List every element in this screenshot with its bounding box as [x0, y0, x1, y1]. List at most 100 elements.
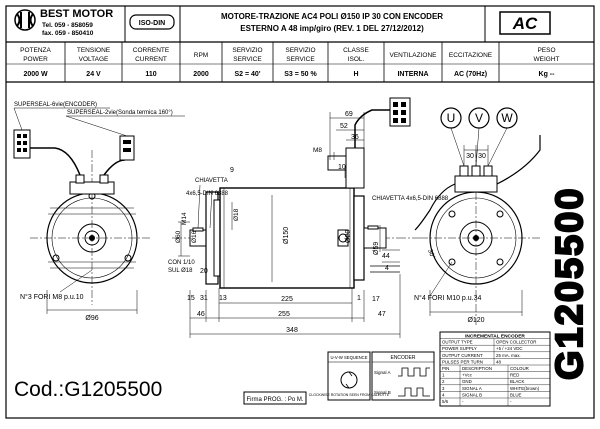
- dim-46: 46: [197, 311, 205, 318]
- spec-header-5-1: SERVICE: [286, 56, 315, 63]
- ac-badge: [499, 11, 551, 35]
- encoder-cell-7-1: SIGNAL A: [462, 386, 482, 391]
- encoder-cell-2-1: 25 mA. max.: [496, 353, 521, 358]
- encoder-cell-5-0: 1: [442, 373, 445, 378]
- fori-left-label: N°3 FORI M8 p.u.10: [20, 293, 84, 301]
- dim-20: 20: [200, 268, 208, 275]
- spec-header-1-1: VOLTAGE: [79, 56, 109, 63]
- spec-value-1: 24 V: [86, 71, 101, 78]
- signal-b-label: Signal B: [374, 390, 391, 395]
- spec-header-6-1: ISOL.: [348, 56, 365, 63]
- dim-1: 1: [357, 295, 361, 302]
- spec-header-2-1: CURRENT: [135, 56, 167, 63]
- spec-header-3-0: RPM: [194, 52, 208, 59]
- vertical-code: G1205500: [549, 187, 591, 381]
- dim-69: 69: [345, 111, 353, 118]
- dim-d18: Ø18: [233, 208, 240, 221]
- signal-a-label: Signal A: [374, 370, 391, 375]
- spec-value-5: S3 = 50 %: [284, 71, 317, 78]
- phase-u-label: U: [447, 111, 456, 125]
- encoder-cell-8-1: SIGNAL B: [462, 392, 482, 397]
- phase-w-label: W: [501, 111, 513, 125]
- title-line-2: ESTERNO A 48 imp/giro (REV. 1 DEL 27/12/…: [240, 24, 424, 33]
- dim-d150: Ø150: [283, 227, 290, 244]
- dim-30-a: 30: [466, 153, 474, 160]
- encoder-cell-6-1: GND: [462, 379, 472, 384]
- spec-value-2: 110: [145, 71, 156, 78]
- spec-header-2-0: CORRENTE: [133, 47, 170, 54]
- spec-header-6-0: CLASSE: [343, 47, 369, 54]
- brand-fax: fax. 059 - 850410: [42, 30, 94, 37]
- encoder-cell-1-0: POWER SUPPLY: [442, 346, 477, 351]
- encoder-cell-4-0: PIN: [442, 366, 449, 371]
- encoder-box-title: ENCODER: [390, 355, 415, 361]
- spec-value-4: S2 = 40': [235, 71, 261, 78]
- dim-44: 44: [382, 253, 390, 260]
- dim-15: 15: [187, 295, 195, 302]
- dim-9: 9: [230, 167, 234, 174]
- encoder-cell-7-2: WHITE(brown): [510, 386, 540, 391]
- angle-label: 30°: [426, 248, 437, 260]
- superseal-6-label: SUPERSEAL-6vie(ENCODER): [14, 102, 97, 108]
- dim-4: 4: [385, 265, 389, 272]
- header: BEST MOTOR Tel. 059 - 858059 fax. 059 - …: [6, 6, 594, 43]
- m14-label: M14: [181, 212, 188, 225]
- encoder-cell-9-1: -: [462, 399, 464, 404]
- chiavetta-left-2: 4x6,5-DIN 6888: [186, 191, 229, 197]
- encoder-cell-8-0: 4: [442, 392, 445, 397]
- part-code: Cod.:G1205500: [14, 378, 162, 401]
- dim-d96: Ø96: [85, 315, 98, 322]
- brand-tel: Tel. 059 - 858059: [42, 22, 93, 29]
- uvw-seq-title: U-V-W SEQUENCE: [331, 355, 368, 360]
- con-label: CON 1/10: [168, 260, 195, 266]
- encoder-cell-9-0: 5/6: [442, 399, 449, 404]
- spec-header-0-1: POWER: [23, 56, 48, 63]
- sheet-border: [5, 5, 595, 419]
- clockwise-note: CLOCKWISE ROTATION SEEN FROM CALLOTTE: [309, 393, 390, 397]
- chiavetta-right-label: CHIAVETTA 4x6,5-DIN 6888: [372, 196, 449, 202]
- encoder-cell-1-1: +5 / +24 VDC: [496, 346, 523, 351]
- fori-right-label: N°4 FORI M10 p.u.34: [414, 294, 481, 302]
- encoder-cell-5-1: +Vcc: [462, 373, 473, 378]
- chiavetta-left-1: CHIAVETTA: [195, 178, 228, 184]
- m8-label: M8: [313, 147, 322, 154]
- dim-d20: Ø20: [345, 230, 352, 243]
- dim-47: 47: [378, 311, 386, 318]
- dim-d60: Ø60: [175, 230, 182, 243]
- right-end-view: [414, 107, 541, 325]
- dim-36: 36: [351, 134, 359, 141]
- spec-header-8-0: ECCITAZIONE: [449, 52, 493, 59]
- left-end-view: [13, 107, 185, 314]
- sul-label: SUL Ø18: [168, 268, 193, 274]
- spec-value-3: 2000: [193, 71, 209, 78]
- spec-header-9-1: WEIGHT: [534, 56, 560, 63]
- spec-header-7-0: VENTILAZIONE: [390, 52, 438, 59]
- spec-value-6: H: [353, 71, 358, 78]
- encoder-cell-0-1: OPEN COLLECTOR: [496, 340, 536, 345]
- brand-name: BEST MOTOR: [40, 8, 113, 20]
- phase-v-label: V: [475, 111, 483, 125]
- encoder-cell-3-1: 48: [496, 359, 501, 364]
- spec-value-8: AC (70Hz): [454, 71, 487, 78]
- encoder-cell-2-0: OUTPUT CURRENT: [442, 353, 483, 358]
- spec-header-0-0: POTENZA: [20, 47, 51, 54]
- title-line-1: MOTORE-TRAZIONE AC4 POLI Ø150 IP 30 CON …: [221, 12, 443, 21]
- dim-31: 31: [200, 295, 208, 302]
- superseal-2-label: SUPERSEAL-2vie(Sonda termica 160°): [67, 110, 173, 116]
- dim-30-b: 30: [478, 153, 486, 160]
- spec-header-4-1: SERVICE: [233, 56, 262, 63]
- encoder-cell-6-0: 2: [442, 379, 445, 384]
- brand-logo: [14, 9, 36, 31]
- dim-10: 10: [338, 164, 346, 171]
- encoder-cell-4-2: COLOUR: [510, 366, 529, 371]
- spec-value-7: INTERNA: [397, 71, 428, 78]
- dim-d16: Ø16: [191, 230, 198, 243]
- iso-badge-label: ISO-DIN: [139, 20, 165, 27]
- dim-52: 52: [340, 123, 348, 130]
- firma-label: Firma PROG. : Po M.: [246, 397, 303, 403]
- encoder-cell-6-2: BLACK: [510, 379, 524, 384]
- dim-13: 13: [219, 295, 227, 302]
